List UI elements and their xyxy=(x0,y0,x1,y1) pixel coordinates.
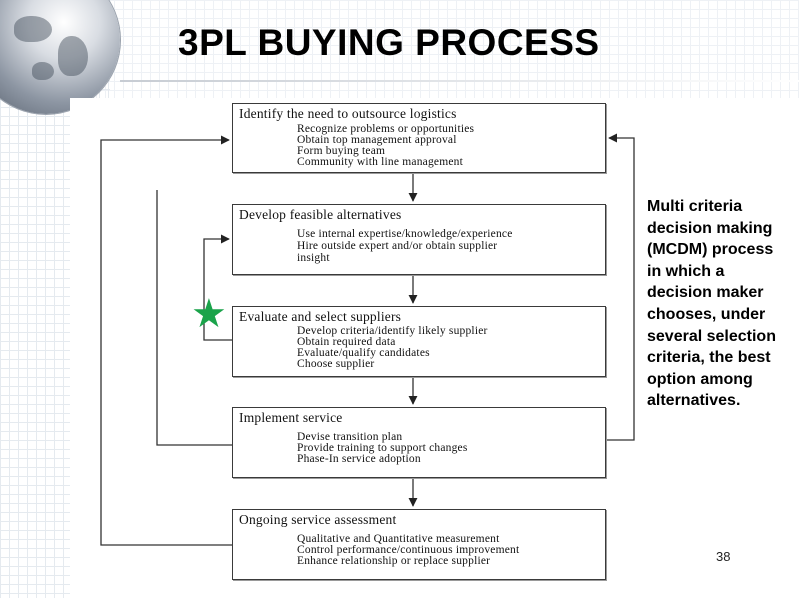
step-item: Phase-In service adoption xyxy=(297,453,421,465)
step-item: Evaluate/qualify candidates xyxy=(297,347,430,359)
loop-implement-left xyxy=(156,190,232,446)
slide-title: 3PL BUYING PROCESS xyxy=(178,22,600,63)
step-title: Identify the need to outsource logistics xyxy=(239,106,457,121)
mcdm-description: Multi criteria decision making (MCDM) pr… xyxy=(647,198,776,410)
step-evaluate-select: Evaluate and select suppliers Develop cr… xyxy=(232,306,606,377)
step-item: Devise transition plan xyxy=(297,431,403,443)
loop-assessment-to-identify xyxy=(100,135,232,546)
step-item: Qualitative and Quantitative measurement xyxy=(297,533,500,545)
step-title: Develop feasible alternatives xyxy=(239,207,402,222)
step-item: Enhance relationship or replace supplier xyxy=(297,555,491,567)
step-item: Form buying team xyxy=(297,145,386,157)
step-ongoing-assessment: Ongoing service assessment Qualitative a… xyxy=(232,509,606,580)
star-icon: ★ xyxy=(191,292,227,336)
step-item: insight xyxy=(297,252,330,264)
title-divider xyxy=(120,80,799,82)
page-number: 38 xyxy=(716,549,731,564)
step-title: Ongoing service assessment xyxy=(239,512,397,527)
loop-evaluate-to-develop xyxy=(203,234,232,341)
step-identify-need: Identify the need to outsource logistics… xyxy=(232,103,606,173)
step-item: Use internal expertise/knowledge/experie… xyxy=(297,228,513,240)
step-item: Community with line management xyxy=(297,156,464,168)
step-title: Evaluate and select suppliers xyxy=(239,309,402,324)
step-develop-alternatives: Develop feasible alternatives Use intern… xyxy=(232,204,606,275)
step-item: Obtain required data xyxy=(297,336,396,348)
step-item: Develop criteria/identify likely supplie… xyxy=(297,325,488,337)
step-item: Provide training to support changes xyxy=(297,442,468,454)
step-implement-service: Implement service Devise transition plan… xyxy=(232,407,606,478)
step-item: Recognize problems or opportunities xyxy=(297,123,475,135)
loop-right-feedback xyxy=(606,133,635,441)
step-item: Hire outside expert and/or obtain suppli… xyxy=(297,240,498,252)
step-title: Implement service xyxy=(239,410,343,425)
step-item: Control performance/continuous improveme… xyxy=(297,544,520,556)
step-item: Obtain top management approval xyxy=(297,134,457,146)
step-item: Choose supplier xyxy=(297,358,375,370)
